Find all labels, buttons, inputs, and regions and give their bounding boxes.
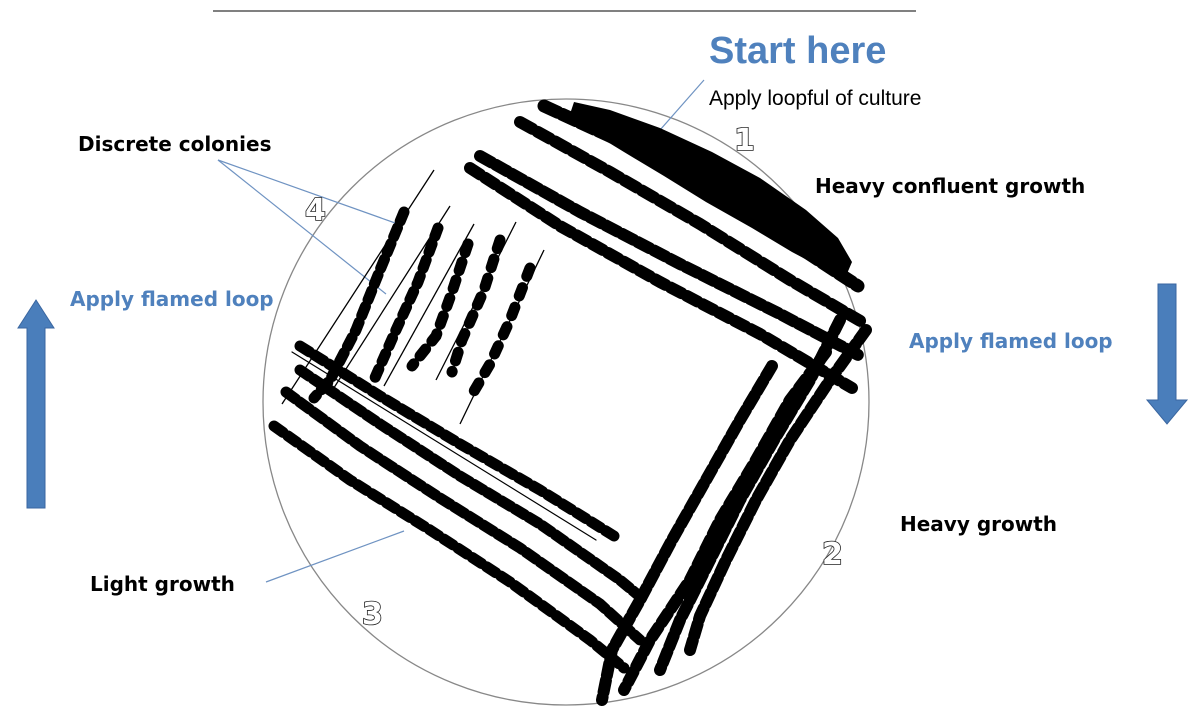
down-arrow-icon — [1147, 284, 1187, 424]
discrete-pointer-line-b — [218, 160, 386, 294]
colony-line-a — [314, 212, 404, 398]
light-growth-pointer-line — [266, 531, 404, 582]
streak-number-1: 1 — [734, 123, 755, 158]
start-here-title: Start here — [709, 30, 886, 73]
streak-1-growth — [470, 102, 862, 388]
heavy-confluent-growth-label: Heavy confluent growth — [815, 174, 1085, 198]
colony-line-e — [470, 268, 530, 398]
up-arrow-icon — [18, 300, 54, 508]
discrete-colonies-label: Discrete colonies — [78, 132, 272, 156]
streak-number-2: 2 — [822, 537, 843, 572]
streak-3-thin-line — [292, 352, 596, 540]
apply-flamed-loop-right-label: Apply flamed loop — [909, 329, 1113, 353]
streak-3-growth — [274, 346, 644, 668]
start-here-subtitle: Apply loopful of culture — [709, 87, 921, 111]
light-growth-label: Light growth — [90, 572, 235, 596]
streak-number-3: 3 — [362, 597, 383, 632]
heavy-growth-label: Heavy growth — [900, 512, 1057, 536]
apply-flamed-loop-left-label: Apply flamed loop — [70, 287, 274, 311]
streak-number-4: 4 — [305, 193, 326, 228]
